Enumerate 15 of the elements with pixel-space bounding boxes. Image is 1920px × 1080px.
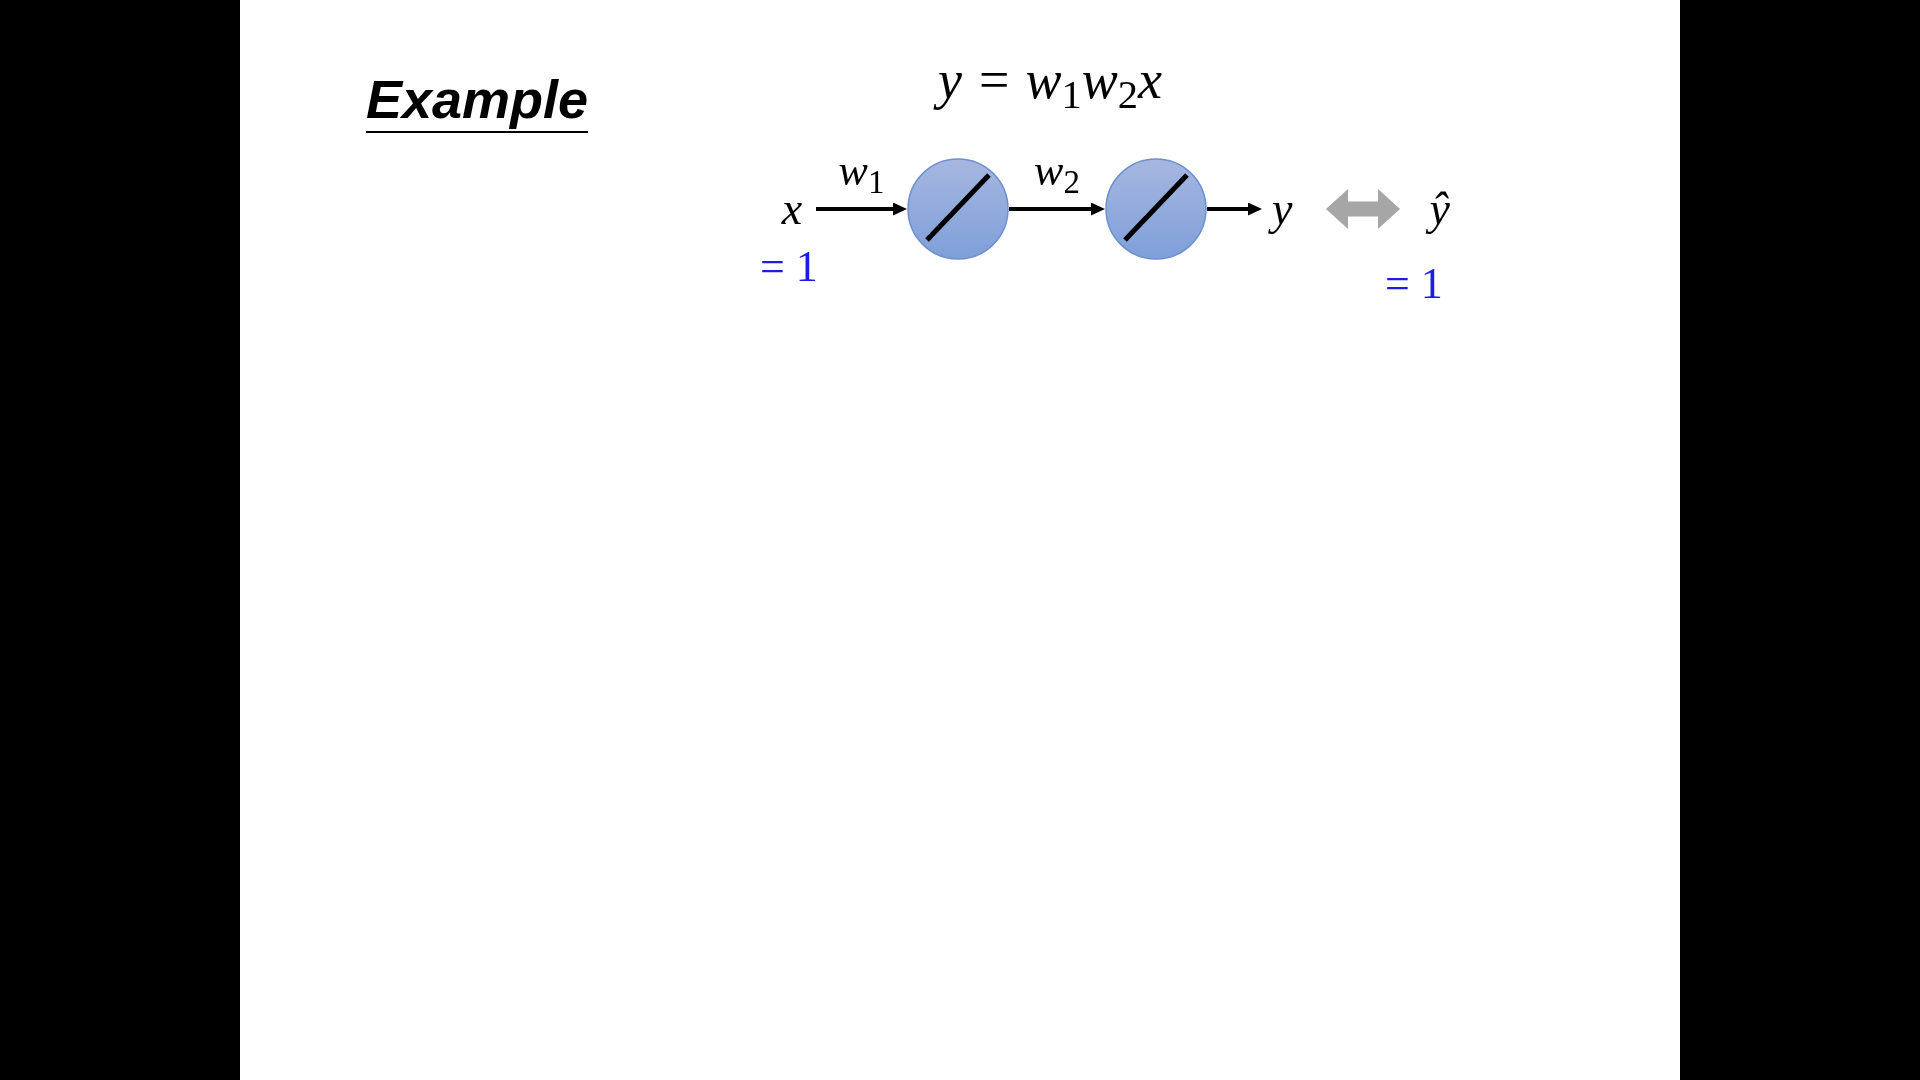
arrow — [1207, 202, 1262, 216]
edge-label: w$_{2}$ — [1033, 145, 1081, 198]
variable-label: ŷ — [1400, 178, 1456, 240]
arrow — [1009, 202, 1105, 216]
edge-label: w$_{1}$ — [837, 145, 886, 198]
arrow — [816, 202, 907, 216]
neuron-circle — [1105, 158, 1207, 260]
variable-label: x — [768, 184, 816, 234]
double-arrow — [1326, 189, 1400, 229]
neuron-circle — [907, 158, 1009, 260]
equation-text: y = w$_{1}$w$_{2}$x — [932, 44, 1168, 117]
value-label: = 1 — [1385, 262, 1443, 306]
variable-label: y — [1262, 184, 1326, 234]
value-label: = 1 — [760, 245, 818, 289]
slide-title: Example — [366, 72, 589, 133]
